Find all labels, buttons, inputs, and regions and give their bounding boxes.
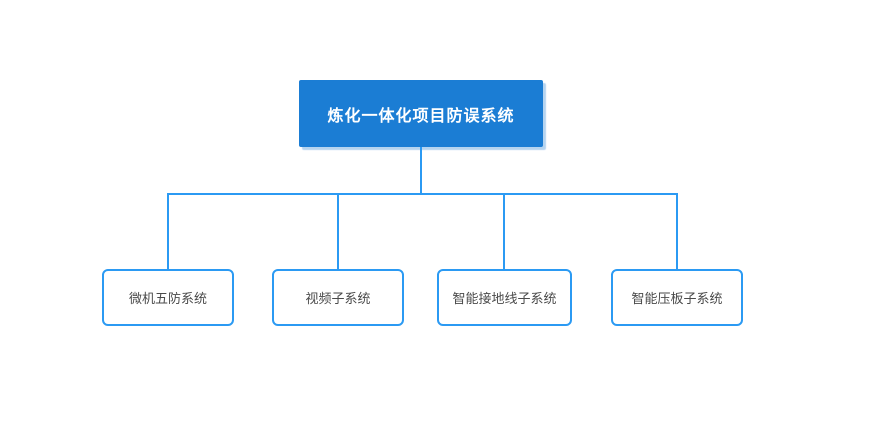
- child-node-pressure-plate-subsystem: 智能压板子系统: [611, 269, 743, 326]
- child-node-label: 微机五防系统: [128, 291, 207, 306]
- child-node-label: 智能接地线子系统: [452, 291, 557, 306]
- child-node-wuji-wufang: 微机五防系统: [102, 269, 234, 326]
- child-node-label: 智能压板子系统: [631, 291, 723, 306]
- connector-child-stem-1: [167, 193, 169, 269]
- connector-child-stem-3: [503, 193, 505, 269]
- connector-root-stem: [420, 147, 422, 195]
- root-node-label: 炼化一体化项目防误系统: [327, 107, 515, 125]
- connector-child-stem-2: [337, 193, 339, 269]
- connector-child-stem-4: [676, 193, 678, 269]
- connector-rail: [167, 193, 678, 195]
- child-node-label: 视频子系统: [305, 291, 371, 306]
- child-node-video-subsystem: 视频子系统: [272, 269, 404, 326]
- child-node-grounding-wire-subsystem: 智能接地线子系统: [437, 269, 572, 326]
- root-node: 炼化一体化项目防误系统: [299, 80, 543, 147]
